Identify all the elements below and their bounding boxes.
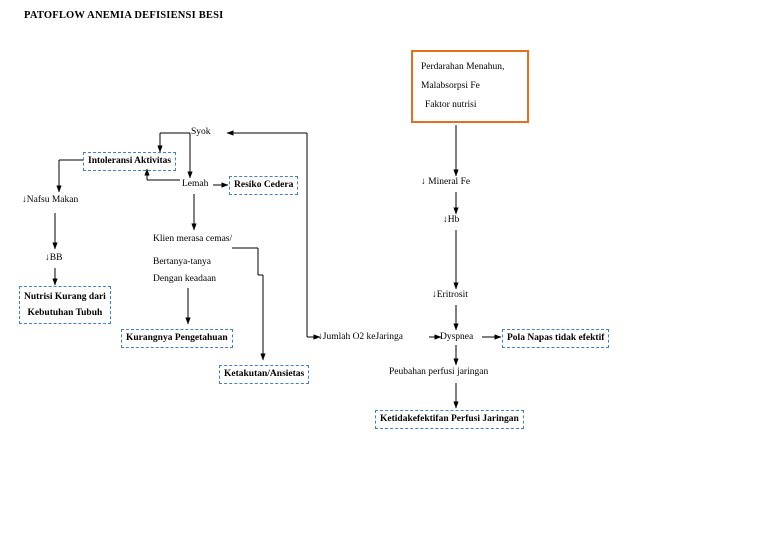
source-line-2: Malabsorpsi Fe: [421, 81, 480, 91]
node-source-box: Perdarahan Menahun, Malabsorpsi Fe Fakto…: [411, 50, 529, 123]
node-lemah: Lemah: [182, 179, 209, 189]
node-perubahan-perfusi-jaringan: Peubahan perfusi jaringan: [389, 367, 489, 377]
node-klien-merasa-cemas: Klien merasa cemas/: [153, 234, 233, 244]
nutrisi-line-2: Kebutuhan Tubuh: [27, 308, 103, 319]
node-bb: ↓BB: [45, 253, 63, 263]
node-resiko-cedera: Resiko Cedera: [229, 176, 299, 195]
node-nutrisi-kurang-dari-kebutuhan-tubuh: Nutrisi Kurang dari Kebutuhan Tubuh: [19, 286, 111, 325]
node-mineral-fe: ↓ Mineral Fe: [421, 177, 471, 187]
page-title: PATOFLOW ANEMIA DEFISIENSI BESI: [24, 10, 224, 21]
node-ketakutan-ansietas: Ketakutan/Ansietas: [219, 365, 310, 384]
node-syok: Syok: [191, 127, 211, 137]
node-dengan-keadaan: Dengan keadaan: [153, 274, 217, 284]
source-line-3: Faktor nutrisi: [425, 100, 477, 110]
node-intoleransi-aktivitas: Intoleransi Aktivitas: [83, 152, 177, 171]
node-ketidakefektifan-perfusi-jaringan: Ketidakefektifan Perfusi Jaringan: [375, 410, 524, 429]
node-nafsu-makan: ↓Nafsu Makan: [22, 195, 79, 205]
node-eritrosit: ↓Eritrosit: [432, 290, 468, 300]
node-pola-napas-tidak-efektif: Pola Napas tidak efektif: [502, 329, 610, 348]
node-hb: ↓Hb: [443, 215, 460, 225]
node-dyspnea: Dyspnea: [440, 332, 474, 342]
node-jumlah-o2: ↓Jumlah O2 keJaringa: [318, 332, 403, 342]
nutrisi-line-1: Nutrisi Kurang dari: [24, 292, 106, 302]
node-kurangnya-pengetahuan: Kurangnya Pengetahuan: [121, 329, 233, 348]
source-line-1: Perdarahan Menahun,: [421, 62, 505, 72]
node-bertanya-tanya: Bertanya-tanya: [153, 257, 212, 267]
